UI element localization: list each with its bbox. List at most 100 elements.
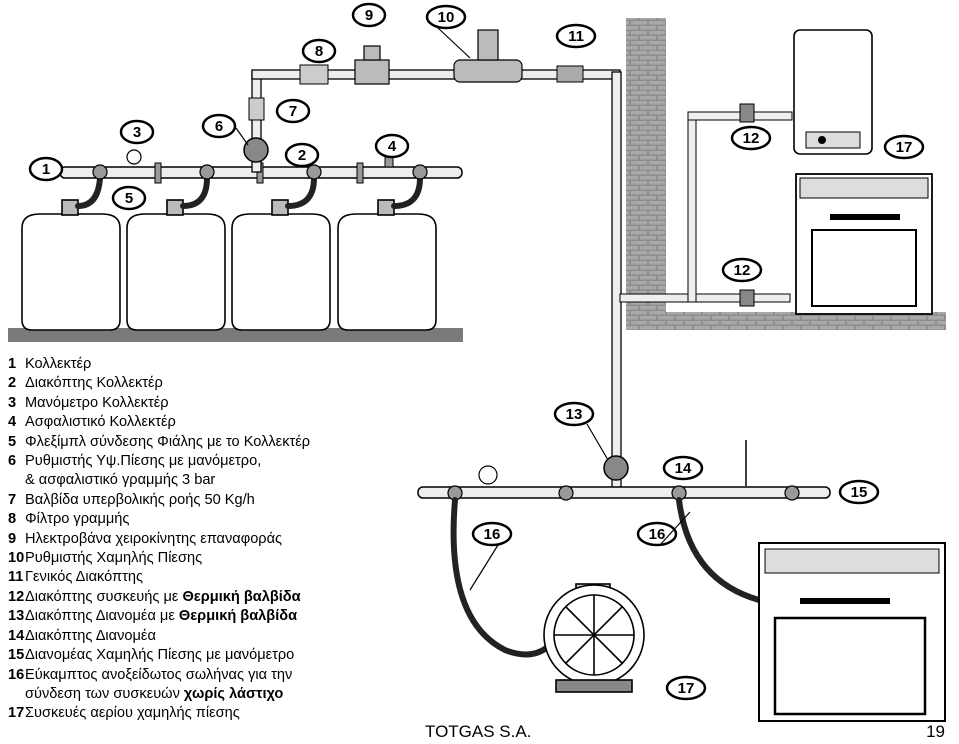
svg-text:11: 11: [568, 28, 584, 45]
main-valve: [556, 65, 584, 83]
callout-14: 14: [662, 455, 704, 481]
legend-item: 1 Κολλεκτέρ: [8, 355, 428, 374]
legend-number: 2: [8, 375, 17, 392]
appliance-branch-riser: [687, 111, 697, 303]
legend-item: 10Ρυθμιστής Χαμηλής Πίεσης: [8, 549, 428, 568]
legend-item: & ασφαλιστικό γραμμής 3 bar: [8, 471, 428, 490]
svg-text:10: 10: [438, 9, 455, 26]
appliance-valve-lower: [739, 289, 755, 307]
legend-number: 8: [8, 511, 17, 528]
svg-text:3: 3: [133, 124, 141, 141]
callout-2: 2: [284, 142, 320, 168]
legend-number: 6: [8, 453, 17, 470]
callout-6: 6: [201, 113, 237, 139]
legend-number: 11: [8, 569, 24, 586]
brick-wall: [626, 18, 666, 330]
callout-12-upper: 12: [730, 125, 772, 151]
callout-17-upper: 17: [883, 134, 925, 160]
appliance-hoses: [450, 497, 762, 658]
legend-item: 9 Ηλεκτροβάνα χειροκίνητης επαναφοράς: [8, 530, 428, 549]
svg-text:16: 16: [484, 526, 501, 543]
svg-text:7: 7: [289, 103, 297, 120]
legend-number: 4: [8, 414, 17, 431]
wall-floor: [626, 312, 946, 330]
svg-text:2: 2: [298, 147, 306, 164]
callout-11: 11: [555, 23, 597, 49]
callout-15: 15: [838, 479, 880, 505]
legend-number: 12: [8, 588, 25, 605]
gas-heater-appliance: [543, 583, 645, 693]
legend-text: Γενικός Διακόπτης: [25, 569, 144, 586]
svg-text:17: 17: [896, 139, 913, 156]
legend-number: 14: [8, 627, 25, 644]
water-heater: [793, 29, 873, 155]
svg-text:15: 15: [851, 484, 868, 501]
svg-text:12: 12: [743, 130, 760, 147]
legend-text: Διανομέας Χαμηλής Πίεσης με μανόμετρο: [25, 647, 295, 664]
legend-number: 1: [8, 356, 17, 372]
gas-cylinder: [126, 213, 226, 331]
callout-9: 9: [351, 2, 387, 28]
legend-bold-text: Θερμική βαλβίδα: [178, 608, 298, 625]
svg-text:8: 8: [315, 43, 323, 60]
legend-number: 7: [8, 491, 17, 508]
gas-cylinder: [21, 213, 121, 331]
svg-text:17: 17: [678, 680, 695, 697]
legend-bold-text: Θερμική βαλβίδα: [182, 588, 301, 605]
legend-number: 9: [8, 530, 17, 547]
distributor-pipe: [417, 486, 831, 499]
line-filter: [299, 64, 329, 85]
legend-number: 3: [8, 394, 17, 411]
legend-item: 12Διακόπτης συσκευής με Θερμική βαλβίδα: [8, 588, 428, 607]
legend-item: 15Διανομέας Χαμηλής Πίεσης με μανόμετρο: [8, 646, 428, 665]
legend-text: & ασφαλιστικό γραμμής 3 bar: [25, 472, 216, 489]
legend-bold-text: χωρίς λάστιχο: [183, 685, 284, 702]
gas-cylinder: [231, 213, 331, 331]
callout-8: 8: [301, 38, 337, 64]
legend-text: Ηλεκτροβάνα χειροκίνητης επαναφοράς: [25, 530, 283, 547]
excess-flow-valve: [248, 97, 265, 121]
callout-17-lower: 17: [665, 675, 707, 701]
legend-number: 15: [8, 647, 25, 664]
legend-text: σύνδεση των συσκευών: [25, 685, 184, 702]
callout-12-lower: 12: [721, 257, 763, 283]
svg-text:6: 6: [215, 118, 223, 135]
callout-7: 7: [275, 98, 311, 124]
legend-text: Διακόπτης Κολλεκτέρ: [25, 375, 163, 392]
collector-gauge: [126, 149, 142, 165]
page-number: 19: [926, 722, 945, 741]
legend-item: 14Διακόπτης Διανομέα: [8, 627, 428, 646]
distributor-gauge: [478, 465, 498, 485]
gas-cylinder: [337, 213, 437, 331]
legend-text: Κολλεκτέρ: [25, 356, 92, 372]
callout-3: 3: [119, 119, 155, 145]
distributor-valve-13: [603, 455, 629, 481]
legend-text: Φίλτρο γραμμής: [25, 511, 130, 528]
collector-valves: [92, 164, 428, 180]
appliance-branch-lower: [619, 293, 791, 303]
svg-text:5: 5: [125, 190, 133, 207]
legend-text: Συσκευές αερίου χαμηλής πίεσης: [25, 705, 240, 722]
legend-text: Φλεξίμπλ σύνδεσης Φιάλης με το Κολλεκτέρ: [25, 433, 311, 450]
cylinder-floor: [8, 328, 463, 342]
legend-item: 16Εύκαμπτος ανοξείδωτος σωλήνας για την: [8, 666, 428, 685]
svg-text:13: 13: [566, 406, 583, 423]
svg-text:16: 16: [649, 526, 666, 543]
svg-text:9: 9: [365, 7, 373, 24]
legend-item: 2 Διακόπτης Κολλεκτέρ: [8, 374, 428, 393]
callout-4: 4: [374, 133, 410, 159]
svg-text:12: 12: [734, 262, 751, 279]
vertical-supply-pipe: [611, 71, 622, 493]
callout-1: 1: [28, 156, 64, 182]
legend-item: 17Συσκευές αερίου χαμηλής πίεσης: [8, 704, 428, 723]
callout-16-right: 16: [636, 521, 678, 547]
callouts: 1 2 3 4 5 6 7 8 9 10 11 12 12 13 14 15 1…: [28, 2, 925, 701]
legend-number: 10: [8, 550, 25, 567]
stove-lower: [758, 542, 946, 722]
collector-relief-valve: [384, 156, 394, 168]
svg-text:1: 1: [42, 161, 50, 178]
